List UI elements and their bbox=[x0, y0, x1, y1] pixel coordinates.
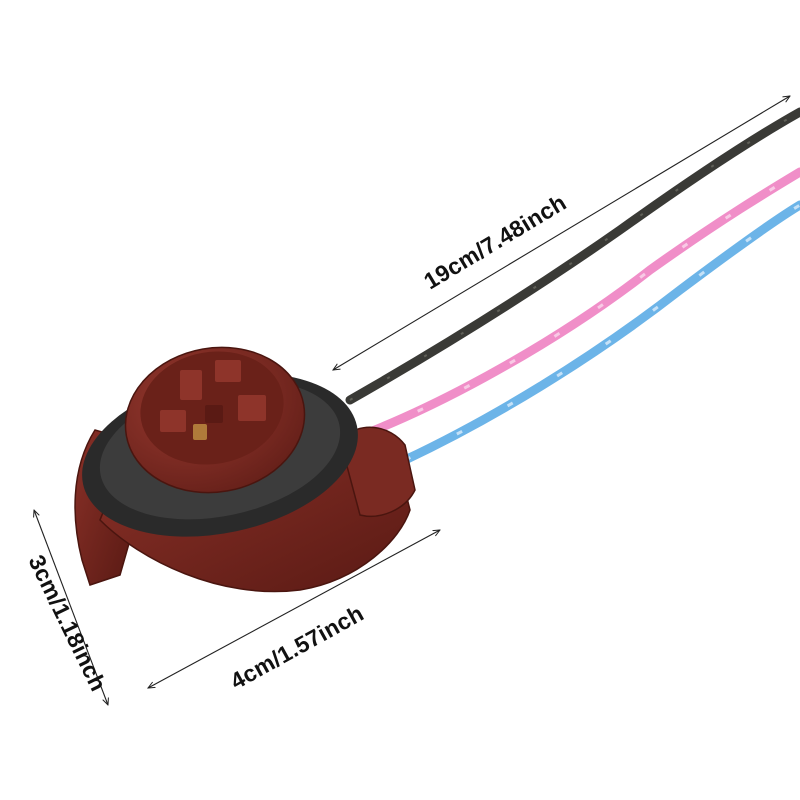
width-label: 4cm/1.57inch bbox=[226, 600, 368, 695]
wire-boot bbox=[339, 426, 416, 517]
bulb-socket bbox=[74, 346, 416, 593]
pink-wire bbox=[365, 167, 800, 437]
wire-bundle bbox=[345, 107, 800, 465]
terminal-contact bbox=[193, 424, 207, 440]
